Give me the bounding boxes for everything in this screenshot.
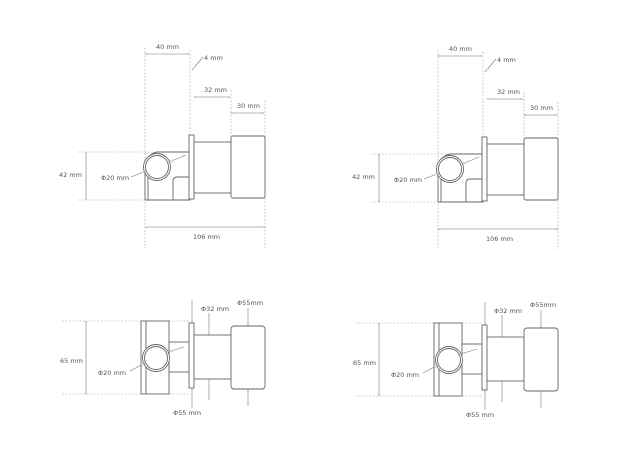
drawing-set: 40 mm 4 mm 32 mm 30 mm 42 mm Φ20 mm 106 … [59, 43, 266, 417]
neck [168, 341, 190, 373]
drawing-set: 40 mm 4 mm 32 mm 30 mm 42 mm Φ20 mm 106 … [352, 45, 559, 419]
dim-label: 40 mm [449, 45, 472, 53]
dim-label: 40 mm [156, 43, 179, 51]
cap [230, 325, 266, 390]
flange [188, 322, 195, 389]
side-view: 40 mm 4 mm 32 mm 30 mm 42 mm Φ20 mm 106 … [352, 45, 559, 250]
flange [481, 324, 488, 391]
dim-label: 106 mm [486, 235, 513, 243]
dim-label: 42 mm [352, 173, 375, 181]
tube [193, 334, 232, 380]
dim-label: Φ20 mm [394, 176, 422, 184]
cap [523, 137, 559, 201]
tube [193, 141, 232, 194]
front-view: 65 mm Φ20 mm Φ32 mm Φ55mm Φ55 mm [60, 299, 266, 417]
dim-label: 30 mm [237, 102, 260, 110]
front-view: 65 mm Φ20 mm Φ32 mm Φ55mm Φ55 mm [353, 301, 559, 419]
tube [486, 336, 525, 382]
dim-label: Φ55mm [530, 301, 556, 309]
dim-label: 30 mm [530, 104, 553, 112]
dim-label: 32 mm [204, 86, 227, 94]
dim-label: Φ20 mm [101, 174, 129, 182]
dim-label: 4 mm [204, 54, 223, 62]
flange [481, 136, 488, 202]
dim-label: 65 mm [60, 357, 83, 365]
dim-label: Φ55 mm [466, 411, 494, 419]
dim-label: Φ20 mm [98, 369, 126, 377]
flange [188, 134, 195, 200]
tube [486, 143, 525, 196]
dim-label: Φ55 mm [173, 409, 201, 417]
pipe-ring [436, 155, 464, 183]
dim-label: 65 mm [353, 359, 376, 367]
dim-label: Φ55mm [237, 299, 263, 307]
dim-label: 32 mm [497, 88, 520, 96]
pipe-ring [142, 344, 170, 372]
pipe-ring [435, 346, 463, 374]
dim-label: 4 mm [497, 56, 516, 64]
side-view: 40 mm 4 mm 32 mm 30 mm 42 mm Φ20 mm 106 … [59, 43, 266, 248]
dim-label: Φ32 mm [201, 305, 229, 313]
cap [523, 327, 559, 392]
dim-label: Φ20 mm [391, 371, 419, 379]
neck [461, 343, 483, 375]
dim-label: 42 mm [59, 171, 82, 179]
dim-label: 106 mm [193, 233, 220, 241]
pipe-ring [143, 153, 171, 181]
cap [230, 135, 266, 199]
dim-label: Φ32 mm [494, 307, 522, 315]
